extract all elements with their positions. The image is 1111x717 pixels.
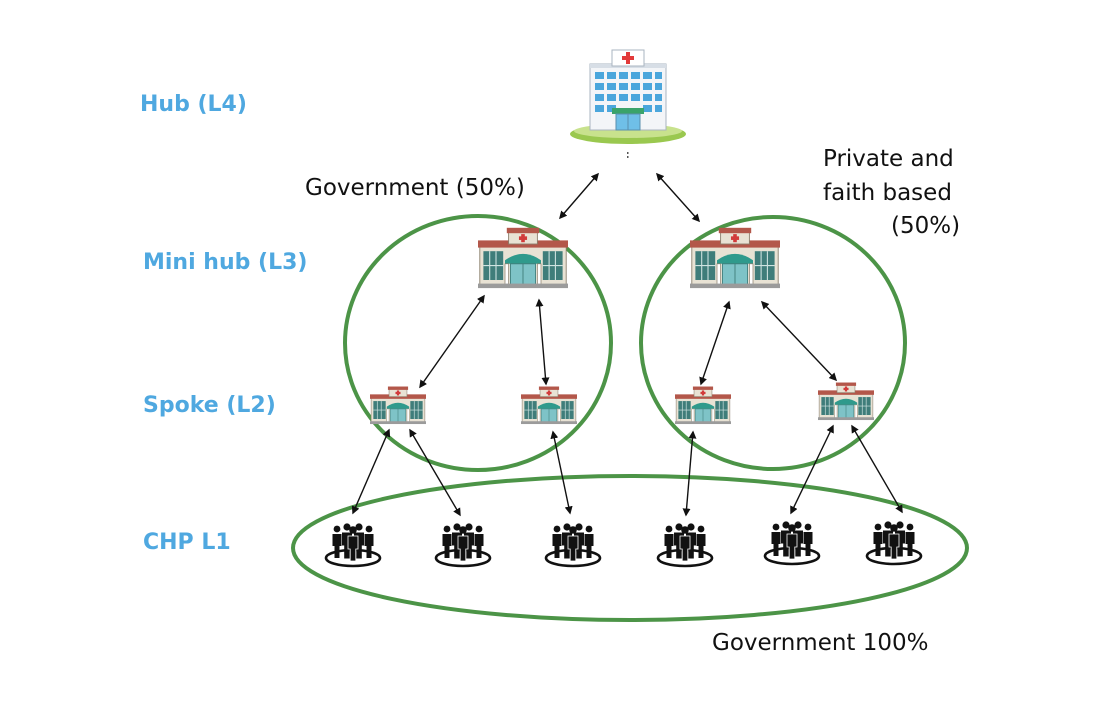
arrow-hub-to-gov-minihub xyxy=(559,172,599,220)
arrow-spoke4-to-chp6 xyxy=(851,424,903,514)
chp-group-4-people-icon xyxy=(656,522,714,568)
chp-group-1-people-icon xyxy=(324,522,382,568)
level-label-spoke: Spoke (L2) xyxy=(143,393,276,418)
arrow-spoke1-to-chp1 xyxy=(351,428,391,515)
spoke-4-health-post-icon xyxy=(818,382,874,421)
chp-group-5-people-icon xyxy=(763,520,821,566)
private-mini-hub-circle xyxy=(639,215,907,471)
spoke-3-health-post-icon xyxy=(675,386,731,425)
level-label-chp: CHP L1 xyxy=(143,530,231,555)
arrow-private-minihub-to-spoke1 xyxy=(699,300,731,386)
arrow-spoke2-to-chp3 xyxy=(550,430,573,515)
private-faith-note-line2: faith based xyxy=(823,180,952,206)
arrow-gov-minihub-to-spoke1 xyxy=(419,294,485,389)
government-100-note: Government 100% xyxy=(712,630,929,656)
arrow-hub-to-private-minihub xyxy=(656,172,700,223)
arrow-spoke3-to-chp4 xyxy=(682,430,697,517)
chp-group-6-people-icon xyxy=(865,520,923,566)
arrow-gov-minihub-to-spoke2 xyxy=(535,298,550,386)
government-50-note: Government (50%) xyxy=(305,175,525,201)
arrow-spoke1-to-chp2 xyxy=(409,428,461,517)
arrow-spoke4-to-chp5 xyxy=(790,424,834,515)
chp-group-3-people-icon xyxy=(544,522,602,568)
chp-government-circle xyxy=(291,474,969,622)
government-mini-hub-circle xyxy=(343,214,613,472)
private-faith-note-line1: Private and xyxy=(823,146,954,172)
arrow-private-minihub-to-spoke2 xyxy=(760,300,838,382)
level-label-mini-hub: Mini hub (L3) xyxy=(143,250,308,275)
private-faith-note-line3: (50%) xyxy=(891,213,961,239)
spoke-1-health-post-icon xyxy=(370,386,426,425)
chp-group-2-people-icon xyxy=(434,522,492,568)
level-label-hub: Hub (L4) xyxy=(140,92,247,117)
spoke-2-health-post-icon xyxy=(521,386,577,425)
hospital-icon xyxy=(569,49,687,145)
